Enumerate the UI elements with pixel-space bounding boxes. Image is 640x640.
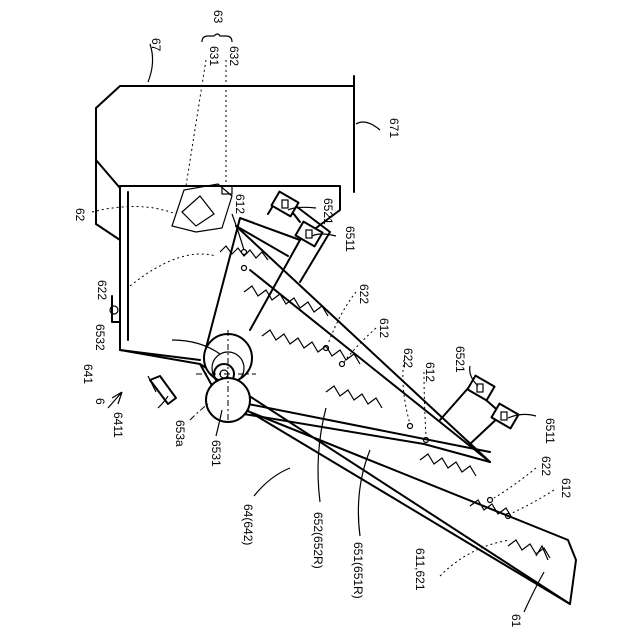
- label-6511-top: 6511: [343, 226, 357, 252]
- cylinder-lower: [440, 376, 519, 444]
- label-612-top: 612: [233, 194, 247, 214]
- label-6511-bottom: 6511: [543, 418, 557, 444]
- label-622-top: 622: [95, 280, 109, 300]
- label-641: 641: [81, 364, 95, 384]
- label-61: 61: [509, 614, 523, 628]
- label-631: 631: [207, 46, 221, 66]
- label-612-lower: 612: [423, 362, 437, 382]
- label-63: 63: [211, 10, 225, 24]
- label-651: 651(651R): [351, 542, 365, 599]
- frame-lower-64: [120, 350, 576, 604]
- pivot-653: [196, 330, 256, 422]
- label-6521-bottom: 6521: [453, 346, 467, 373]
- label-62: 62: [73, 208, 87, 222]
- label-67: 67: [149, 38, 163, 52]
- label-652: 652(652R): [311, 512, 325, 569]
- reference-labels: 67 63 631 632 671 62 612 6521 6511 622 6…: [73, 10, 573, 628]
- cylinder-upper: [268, 192, 330, 282]
- swing-jaw-arm: [206, 218, 490, 462]
- label-612-mid: 612: [377, 318, 391, 338]
- label-6532: 6532: [93, 324, 107, 351]
- label-612-bottom: 612: [559, 478, 573, 498]
- label-653a: 653a: [173, 420, 187, 447]
- label-6411: 6411: [111, 412, 125, 438]
- label-622-bottom: 622: [539, 456, 553, 476]
- label-622-lower: 622: [401, 348, 415, 368]
- label-64-642: 64(642): [241, 504, 255, 545]
- label-622-mid: 622: [357, 284, 371, 304]
- hopper-67: [96, 76, 354, 240]
- label-611-621: 611,621: [413, 548, 427, 591]
- label-632: 632: [227, 46, 241, 66]
- label-6521-top: 6521: [321, 198, 335, 225]
- label-6: 6: [93, 398, 107, 405]
- label-671: 671: [387, 118, 401, 138]
- brace-63: [202, 34, 232, 42]
- label-6531: 6531: [209, 440, 223, 467]
